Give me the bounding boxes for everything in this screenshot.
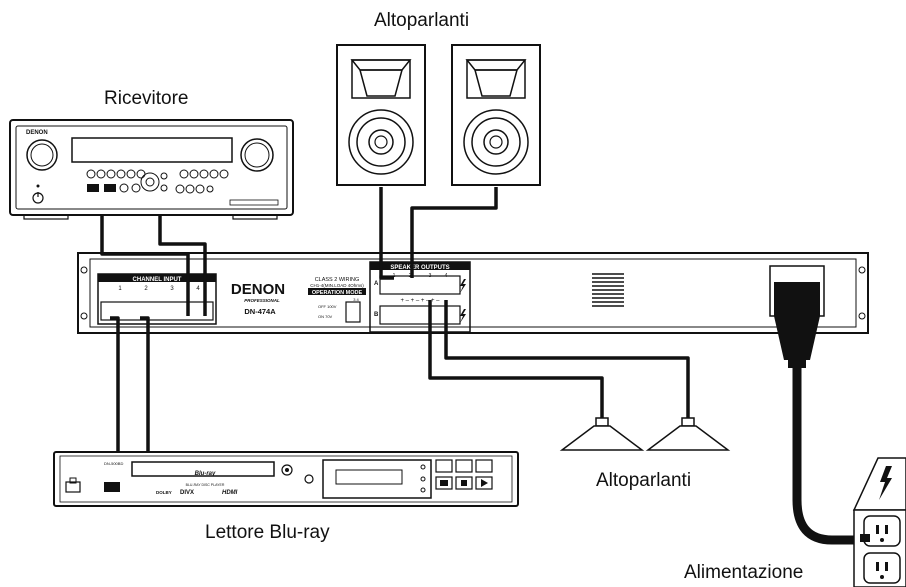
label-receiver: Ricevitore [104, 88, 189, 109]
receiver-device: DENON [9, 119, 294, 220]
divx-logo: DIVX [180, 490, 194, 496]
cables [100, 187, 690, 452]
speaker-bottom-left [559, 417, 645, 451]
label-power: Alimentazione [684, 562, 804, 583]
channel-input-header: CHANNEL INPUT [133, 277, 182, 283]
mode-off-label: OFF 100V [318, 304, 337, 309]
speaker-top-right [451, 44, 541, 186]
wiring-line-1: CLASS 2 WIRING [315, 277, 360, 283]
output-row-b: B [374, 312, 379, 318]
amplifier-model: DN-474A [244, 307, 276, 316]
operation-mode-header: OPERATION MODE [312, 290, 363, 296]
input-channel-4: 4 [196, 286, 200, 292]
bluray-model: DN-500BD [104, 461, 123, 466]
speaker-top-left [336, 44, 426, 186]
wiring-line-2: CH1-4(MIN.LOAD 4Ohms) [310, 283, 364, 288]
mode-channels: 3 4 [353, 297, 359, 302]
hdmi-logo: HDMI [222, 490, 238, 496]
bluray-disc-label: BLU-RAY DISC PLAYER [186, 483, 225, 487]
amplifier-device: CHANNEL INPUT 1 2 3 4 DENON PROFESSIONAL… [77, 252, 869, 334]
bluray-device: DN-500BD Blu-ray BLU-RAY DISC PLAYER DOL… [53, 451, 519, 507]
label-speakers-bottom: Altoparlanti [596, 470, 692, 491]
output-row-a: A [374, 281, 379, 287]
input-channel-3: 3 [170, 286, 174, 292]
amplifier-brand: DENON [231, 281, 285, 298]
power-cord [774, 282, 866, 545]
mode-on-label: ON 70V [318, 314, 333, 319]
amplifier-brand-sub: PROFESSIONAL [244, 298, 280, 303]
label-bluray: Lettore Blu-ray [205, 522, 330, 543]
speaker-outputs-header: SPEAKER OUTPUTS [390, 265, 449, 271]
input-channel-2: 2 [144, 286, 148, 292]
dolby-logo: DOLBY [156, 490, 172, 495]
receiver-brand: DENON [26, 130, 48, 136]
high-voltage-icon [879, 466, 892, 500]
bluray-logo: Blu-ray [195, 471, 216, 477]
label-speakers-top: Altoparlanti [374, 10, 470, 31]
wall-outlet [852, 457, 906, 587]
speaker-bottom-right [645, 417, 731, 451]
svg-text:+ – + – + – + –: + – + – + – + – [400, 298, 440, 304]
input-channel-1: 1 [118, 286, 122, 292]
